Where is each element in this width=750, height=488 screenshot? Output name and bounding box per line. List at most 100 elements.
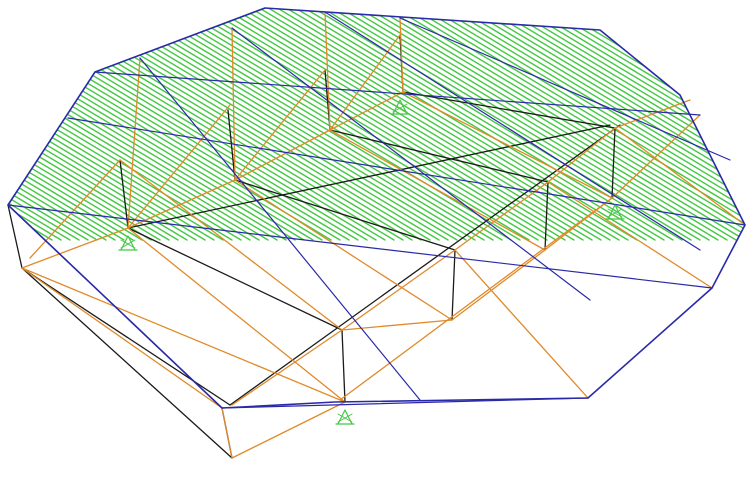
- deck-hatch-line: [16, 8, 745, 241]
- deck-hatch-line: [8, 8, 683, 241]
- deck-hatch-line: [8, 8, 548, 241]
- diagonal-brace: [454, 249, 589, 399]
- top-chord-line: [7, 204, 223, 409]
- truss-chord: [229, 124, 621, 406]
- deck-hatch-line: [8, 8, 440, 241]
- deck-hatch-line: [8, 8, 638, 241]
- deck-hatch-line: [8, 8, 314, 241]
- deck-hatch-line: [8, 8, 647, 241]
- deck-hatch-line: [8, 8, 359, 241]
- pin-support-symbol: [607, 204, 623, 220]
- deck-hatch-line: [8, 8, 458, 241]
- deck-hatch-line: [8, 8, 197, 241]
- deck-hatch-line: [8, 8, 745, 241]
- deck-hatch-line: [8, 8, 341, 241]
- deck-hatch-line: [8, 8, 449, 241]
- diagonal-brace: [614, 127, 746, 226]
- truss-chord: [7, 204, 23, 269]
- deck-hatch-line: [8, 8, 745, 241]
- pin-support-hatch: [607, 208, 623, 218]
- deck-hatch-line: [8, 8, 521, 241]
- pin-support-symbol: [337, 409, 353, 425]
- diagonal-brace: [127, 104, 231, 229]
- truss-chord: [234, 179, 456, 251]
- truss-chord: [127, 227, 343, 331]
- deck-hatch-line: [8, 8, 260, 241]
- deck-hatch-line: [8, 8, 224, 241]
- deck-hatch-line: [8, 8, 305, 241]
- pin-support-symbol: [392, 99, 408, 115]
- pin-support-hatch: [120, 239, 136, 249]
- deck-hatch-line: [8, 8, 269, 241]
- diagonal-brace: [231, 329, 343, 406]
- deck-hatch-line: [8, 8, 665, 241]
- support-symbols: [118, 99, 625, 425]
- top-chord-line: [7, 204, 713, 289]
- deck-hatch-line: [8, 8, 377, 241]
- diagonal-brace: [234, 179, 453, 321]
- deck-hatch-line: [8, 8, 530, 241]
- deck-hatch-line: [8, 8, 206, 241]
- diagonal-brace: [451, 249, 546, 321]
- deck-hatch-line: [8, 8, 593, 241]
- diagonal-brace: [547, 181, 713, 289]
- deck-hatch-line: [8, 8, 476, 241]
- deck-hatch-line: [25, 8, 745, 241]
- deck-hatch-line: [8, 8, 745, 241]
- pin-support-hatch: [392, 103, 408, 113]
- deck-hatch-line: [8, 8, 215, 241]
- top-chord-line: [231, 27, 591, 301]
- deck-hatch-line: [8, 8, 728, 241]
- top-chord-line: [139, 57, 421, 401]
- truss-chord: [227, 109, 236, 181]
- diagonal-brace: [127, 57, 141, 229]
- diagonal-brace: [611, 114, 701, 199]
- deck-hatch-line: [8, 8, 745, 241]
- deck-hatch-line: [8, 8, 296, 241]
- truss-chord: [21, 267, 233, 459]
- deck-hatch-line: [8, 8, 251, 241]
- truss-chord: [611, 127, 616, 199]
- deck-hatch-line: [8, 8, 584, 241]
- diagonal-brace: [231, 27, 236, 181]
- deck-hatch-line: [8, 8, 422, 241]
- diagonal-brace: [399, 17, 404, 93]
- diagonal-brace: [339, 197, 613, 401]
- diagonal-brace: [329, 91, 404, 131]
- diagonal-brace: [324, 11, 331, 131]
- diagonal-brace: [454, 181, 549, 251]
- deck-hatch-line: [8, 8, 745, 241]
- truss-chord: [341, 329, 346, 403]
- diagonal-brace: [127, 227, 346, 403]
- deck-hatch-line: [8, 8, 719, 241]
- top-chord-line: [94, 71, 701, 116]
- deck-hatch-line: [8, 8, 494, 241]
- deck-hatch-line: [8, 8, 674, 241]
- deck-hatch-line: [8, 8, 332, 241]
- diagonal-brace: [231, 401, 346, 459]
- diagonal-brace: [329, 129, 546, 251]
- deck-hatch-line: [8, 8, 602, 241]
- diagonal-brace: [614, 99, 691, 129]
- deck-hatch-line: [8, 8, 611, 241]
- roof-edge-beams: [7, 7, 746, 409]
- truss-chord: [451, 249, 456, 321]
- diagonal-brace: [127, 179, 236, 229]
- deck-hatch-line: [8, 8, 575, 241]
- deck-hatch-line: [43, 8, 745, 241]
- deck-hatch-line: [8, 8, 503, 241]
- deck-hatch-line: [8, 8, 701, 241]
- diagonal-brace: [341, 319, 453, 331]
- deck-hatch-line: [8, 8, 737, 241]
- deck-hatch-line: [8, 8, 395, 241]
- deck-hatch-line: [8, 8, 278, 241]
- deck-hatch-line: [8, 8, 557, 241]
- deck-hatch-line: [8, 8, 656, 241]
- deck-hatch-line: [8, 8, 629, 241]
- diagonal-brace: [29, 159, 121, 259]
- diagonal-brace: [547, 127, 616, 183]
- deck-hatch-line: [8, 8, 350, 241]
- truss-chord: [329, 129, 549, 183]
